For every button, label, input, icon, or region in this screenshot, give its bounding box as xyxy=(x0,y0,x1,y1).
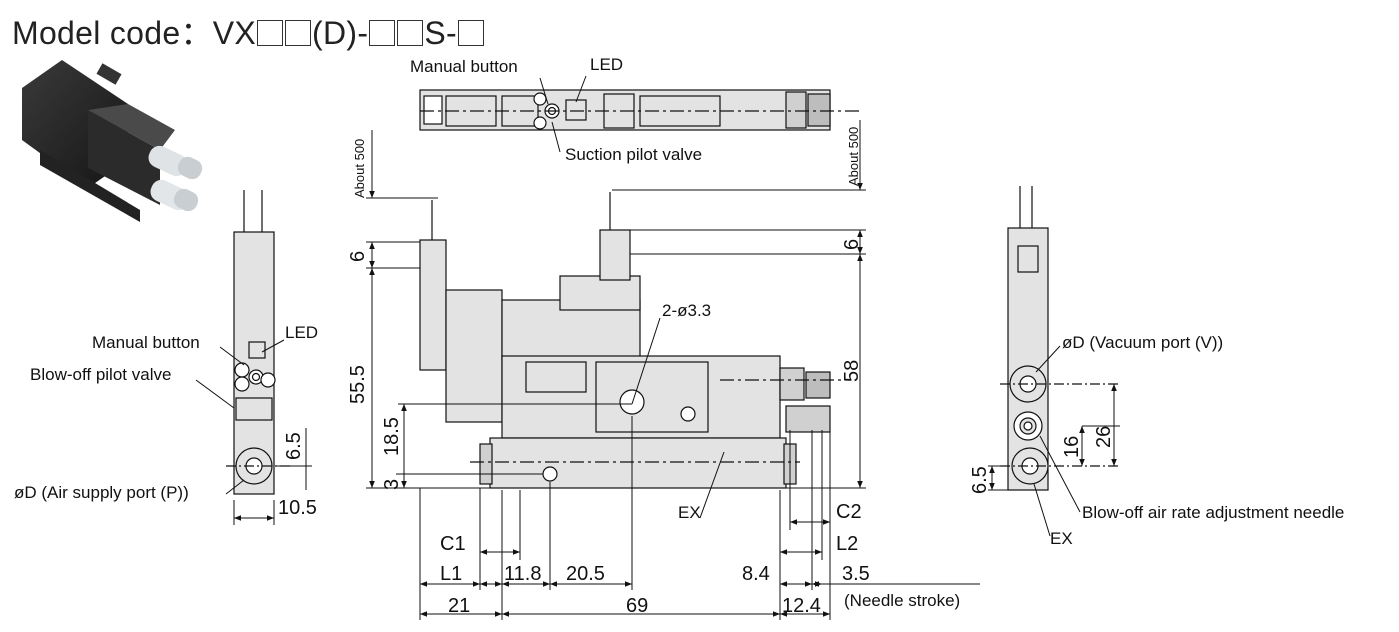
top-view xyxy=(419,89,860,131)
code-box-2 xyxy=(285,20,312,46)
manual-button-left-label: Manual button xyxy=(92,333,200,352)
dim-18-5: 18.5 xyxy=(381,417,403,456)
leader-led-top xyxy=(575,75,587,103)
right-dimensions xyxy=(988,345,1120,537)
right-side-view xyxy=(1000,186,1120,491)
dim-6-5-left: 6.5 xyxy=(283,432,305,460)
dim-6-5-right: 6.5 xyxy=(969,466,991,494)
hole-label: 2-ø3.3 xyxy=(662,301,711,320)
dim-c2: C2 xyxy=(836,501,862,523)
dim-20-5: 20.5 xyxy=(566,563,605,585)
dim-about500-left: About 500 xyxy=(352,139,367,198)
air-supply-port-label: øD (Air supply port (P)) xyxy=(14,483,189,502)
leader-manual-top xyxy=(539,77,549,105)
blowoff-pilot-valve-label: Blow-off pilot valve xyxy=(30,365,171,384)
dim-3-5: 3.5 xyxy=(842,563,870,585)
title-part-s: S- xyxy=(424,15,457,51)
blowoff-needle-label: Blow-off air rate adjustment needle xyxy=(1082,503,1344,522)
dim-6-left: 6 xyxy=(347,251,369,262)
dim-about500-right: About 500 xyxy=(846,127,861,186)
code-box-3 xyxy=(369,20,396,46)
needle-stroke-label: (Needle stroke) xyxy=(844,591,960,610)
dim-8-4: 8.4 xyxy=(742,563,770,585)
title-part-d: (D)- xyxy=(312,15,369,51)
ex-right-label: EX xyxy=(1050,529,1073,548)
suction-pilot-valve-label: Suction pilot valve xyxy=(565,145,702,164)
leader-suction xyxy=(551,121,561,153)
led-left-label: LED xyxy=(285,323,318,342)
dim-6-right: 6 xyxy=(841,239,863,250)
vacuum-port-label: øD (Vacuum port (V)) xyxy=(1062,333,1223,352)
dim-3: 3 xyxy=(381,479,403,490)
dim-c1: C1 xyxy=(440,533,466,555)
dim-11-8: 11.8 xyxy=(504,563,541,585)
title-part-vx: VX xyxy=(212,15,257,51)
product-photo xyxy=(22,60,203,222)
model-code-title: Model code：VX (D)- S- xyxy=(12,8,485,54)
manual-button-top-label: Manual button xyxy=(410,57,518,76)
dim-21: 21 xyxy=(448,595,470,617)
dim-58: 58 xyxy=(841,360,863,382)
dim-l2: L2 xyxy=(836,533,858,555)
dim-12-4: 12.4 xyxy=(782,595,821,617)
title-prefix: Model code xyxy=(12,15,181,51)
dim-l1: L1 xyxy=(440,563,462,585)
front-view xyxy=(419,192,850,489)
leader-manual-left xyxy=(219,346,245,366)
dim-16: 16 xyxy=(1061,436,1083,458)
dim-26: 26 xyxy=(1093,426,1115,448)
dim-69: 69 xyxy=(626,595,648,617)
ex-center-label: EX xyxy=(678,503,701,522)
leader-blowoff xyxy=(195,379,235,409)
code-box-5 xyxy=(457,20,484,46)
dim-10-5: 10.5 xyxy=(278,497,317,519)
left-side-view xyxy=(226,190,290,495)
code-box-4 xyxy=(397,20,424,46)
code-box-1 xyxy=(257,20,284,46)
dim-55-5: 55.5 xyxy=(347,365,369,404)
led-top-label: LED xyxy=(590,55,623,74)
leader-led-left xyxy=(261,339,285,353)
title-separator: ： xyxy=(180,15,213,51)
leader-air-supply xyxy=(225,479,245,495)
front-dimensions xyxy=(366,120,980,620)
